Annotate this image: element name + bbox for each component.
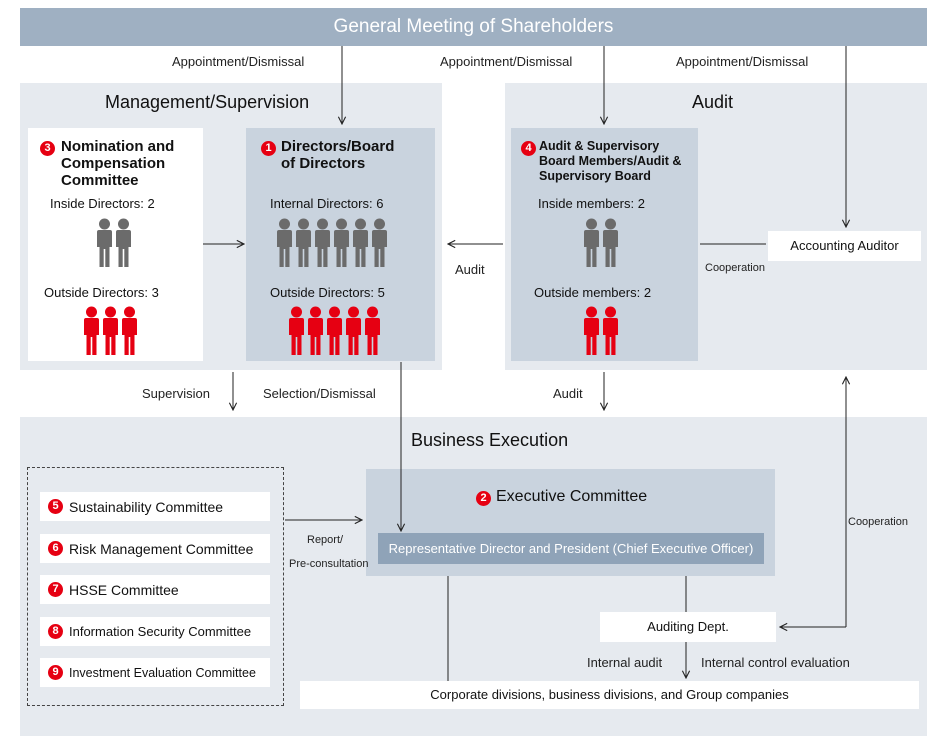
nomination-outside-people: [82, 306, 139, 361]
person-icon: [103, 306, 118, 355]
board-number-badge: 1: [261, 141, 276, 156]
auditing-dept-box: [600, 612, 776, 642]
nomination-title-line1: Nomination and: [61, 138, 175, 155]
committee-label: Information Security Committee: [69, 624, 252, 639]
edge-label-cooperation-auditor: Cooperation: [705, 262, 765, 274]
representative-label: Representative Director and President (C…: [388, 541, 754, 556]
edge-label-cooperation-right: Cooperation: [848, 516, 908, 528]
auditing-dept-label: Auditing Dept.: [647, 619, 729, 634]
edge-label-internal-audit: Internal audit: [587, 655, 663, 670]
edge-label-internal-control: Internal control evaluation: [701, 655, 850, 670]
accounting-auditor-box: [768, 231, 921, 261]
committee-label: Investment Evaluation Committee: [69, 665, 256, 680]
shareholders-title: General Meeting of Shareholders: [333, 16, 614, 37]
person-icon: [296, 218, 311, 267]
committees-group: [27, 467, 284, 706]
person-icon: [584, 218, 599, 267]
person-icon: [603, 306, 618, 355]
nomination-inside-label: Inside Directors: 2: [50, 196, 155, 211]
nomination-outside-label: Outside Directors: 3: [44, 285, 159, 300]
audit-board-title-line2: Board Members/Audit &: [539, 154, 682, 168]
nomination-title-line3: Committee: [61, 172, 139, 189]
edge-label-selection: Selection/Dismissal: [263, 386, 376, 401]
corporate-divisions-label: Corporate divisions, business divisions,…: [430, 687, 789, 702]
committee-number-badge: 8: [48, 624, 63, 639]
person-icon: [277, 218, 292, 267]
committee-investment-evaluation: 9 Investment Evaluation Committee: [40, 658, 270, 687]
committee-hsse: 7 HSSE Committee: [40, 575, 270, 604]
audit-outside-people: [582, 306, 620, 361]
edge-label-audit-down: Audit: [553, 386, 583, 401]
person-icon: [372, 218, 387, 267]
nomination-title-line2: Compensation: [61, 155, 166, 172]
person-icon: [365, 306, 380, 355]
board-outside-label: Outside Directors: 5: [270, 285, 385, 300]
nomination-inside-people: [95, 218, 133, 273]
person-icon: [603, 218, 618, 267]
executive-committee-label: Executive Committee: [496, 488, 648, 505]
person-icon: [327, 306, 342, 355]
person-icon: [116, 218, 131, 267]
person-icon: [584, 306, 599, 355]
board-title-line1: Directors/Board: [281, 138, 395, 155]
shareholders-bar: [20, 8, 927, 46]
accounting-auditor-label: Accounting Auditor: [790, 238, 899, 253]
edge-label-appointment-mid: Appointment/Dismissal: [440, 54, 573, 69]
executive-number-badge: 2: [476, 491, 491, 506]
board-title-line2: of Directors: [281, 155, 366, 172]
person-icon: [84, 306, 99, 355]
audit-board-title-line3: Supervisory Board: [539, 169, 651, 183]
audit-board-title-line1: Audit & Supervisory: [539, 139, 660, 153]
committee-label: Sustainability Committee: [69, 498, 224, 515]
execution-title: Business Execution: [411, 430, 569, 450]
audit-title: Audit: [692, 92, 734, 112]
board-internal-label: Internal Directors: 6: [270, 196, 384, 211]
audit-inside-label: Inside members: 2: [538, 196, 645, 211]
person-icon: [353, 218, 368, 267]
edge-label-audit-board: Audit: [455, 262, 485, 277]
edge-label-appointment-right: Appointment/Dismissal: [676, 54, 809, 69]
person-icon: [334, 218, 349, 267]
management-title: Management/Supervision: [105, 92, 310, 112]
committee-risk-management: 6 Risk Management Committee: [40, 534, 270, 563]
committee-number-badge: 6: [48, 541, 63, 556]
person-icon: [289, 306, 304, 355]
board-outside-people: [287, 306, 382, 361]
committee-number-badge: 7: [48, 582, 63, 597]
committee-label: Risk Management Committee: [69, 540, 254, 557]
person-icon: [122, 306, 137, 355]
audit-inside-people: [582, 218, 620, 273]
committee-number-badge: 9: [48, 665, 63, 680]
person-icon: [308, 306, 323, 355]
person-icon: [315, 218, 330, 267]
committee-sustainability: 5 Sustainability Committee: [40, 492, 270, 521]
committee-label: HSSE Committee: [69, 581, 179, 598]
committee-information-security: 8 Information Security Committee: [40, 617, 270, 646]
committee-number-badge: 5: [48, 499, 63, 514]
person-icon: [346, 306, 361, 355]
audit-outside-label: Outside members: 2: [534, 285, 652, 300]
edge-label-preconsultation: Pre-consultation: [289, 558, 369, 570]
representative-bar: [378, 533, 764, 564]
board-internal-people: [275, 218, 389, 273]
edge-label-report: Report/: [307, 534, 344, 546]
edge-label-appointment-left: Appointment/Dismissal: [172, 54, 305, 69]
corporate-divisions-box: [300, 681, 919, 709]
nomination-number-badge: 3: [40, 141, 55, 156]
audit-board-number-badge: 4: [521, 141, 536, 156]
person-icon: [97, 218, 112, 267]
edge-label-supervision: Supervision: [142, 386, 210, 401]
